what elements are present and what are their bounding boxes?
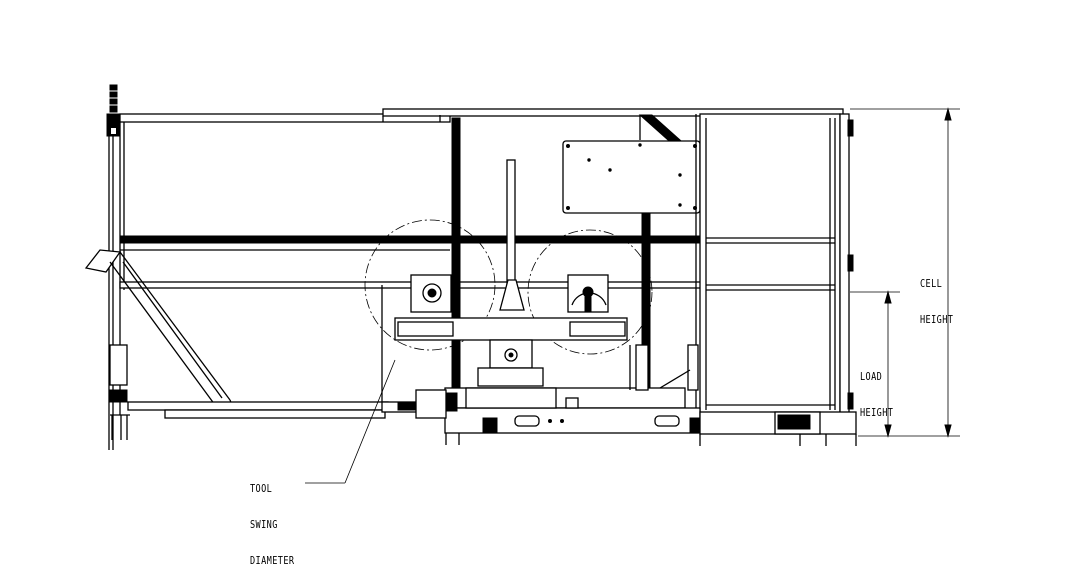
robot-arm	[394, 159, 628, 387]
load-height-label: LOAD HEIGHT	[860, 347, 893, 431]
cell-height-label: CELL HEIGHT	[920, 254, 953, 338]
infeed-conveyor-chute	[84, 249, 233, 406]
load-height-label-line-2: HEIGHT	[860, 406, 894, 419]
load-height-dimension	[850, 290, 900, 438]
left-cell-frame	[108, 114, 130, 450]
load-height-label-line-1: LOAD	[860, 370, 883, 383]
tool-swing-label-line-3: DIAMETER	[250, 554, 295, 567]
cell-height-label-line-2: HEIGHT	[920, 313, 954, 326]
beacon-light-stack	[106, 84, 121, 137]
cell-height-dimension	[850, 107, 960, 438]
diagonal-brace	[638, 114, 682, 141]
top-rail	[119, 108, 844, 123]
control-panel-box	[562, 140, 701, 214]
robotic-cell-side-elevation-drawing	[84, 84, 960, 484]
cell-height-label-line-1: CELL	[920, 277, 943, 290]
right-base	[699, 411, 857, 446]
tool-swing-circles	[364, 219, 653, 355]
pallet-base-left	[127, 285, 419, 419]
tool-swing-label-line-2: SWING	[250, 518, 278, 531]
tool-swing-label-line-1: TOOL	[250, 482, 273, 495]
tool-swing-diameter-label: TOOL SWING DIAMETER	[250, 459, 294, 579]
right-enclosure	[695, 113, 854, 415]
tool-swing-leader-line	[305, 359, 396, 484]
